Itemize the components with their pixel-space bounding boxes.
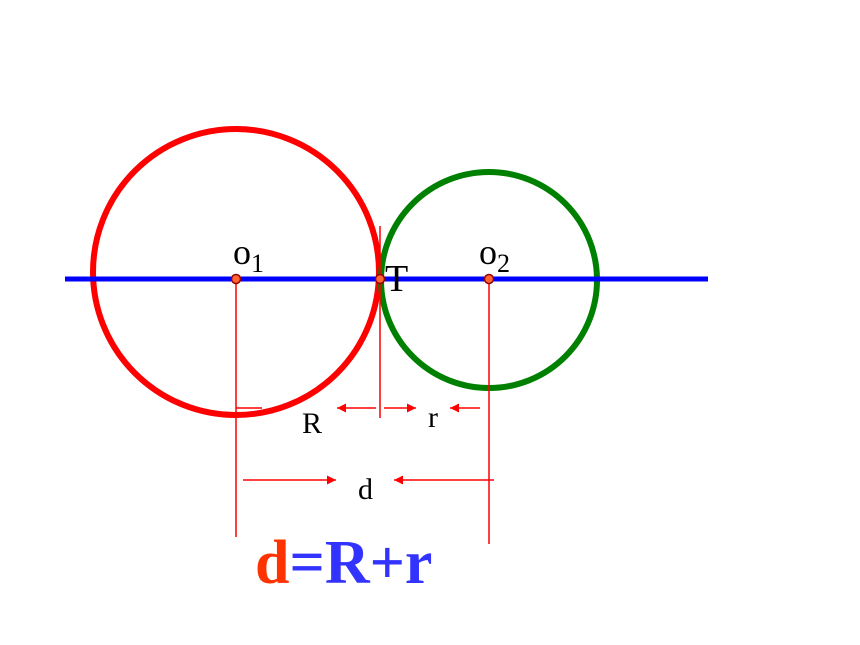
formula-rest: =R+r (289, 529, 432, 597)
small-radius-label: r (428, 401, 438, 434)
tangent-point-dot (374, 273, 386, 285)
tangent-point-label: T (385, 258, 408, 300)
formula-lhs: d (255, 529, 289, 597)
big-radius-label: R (302, 407, 322, 440)
center1-point (230, 273, 242, 285)
center1-label: o1 (233, 232, 264, 278)
distance-label: d (358, 473, 373, 506)
center2-label: o2 (479, 232, 510, 278)
formula: d=R+r (255, 529, 432, 597)
center2-point (483, 273, 495, 285)
